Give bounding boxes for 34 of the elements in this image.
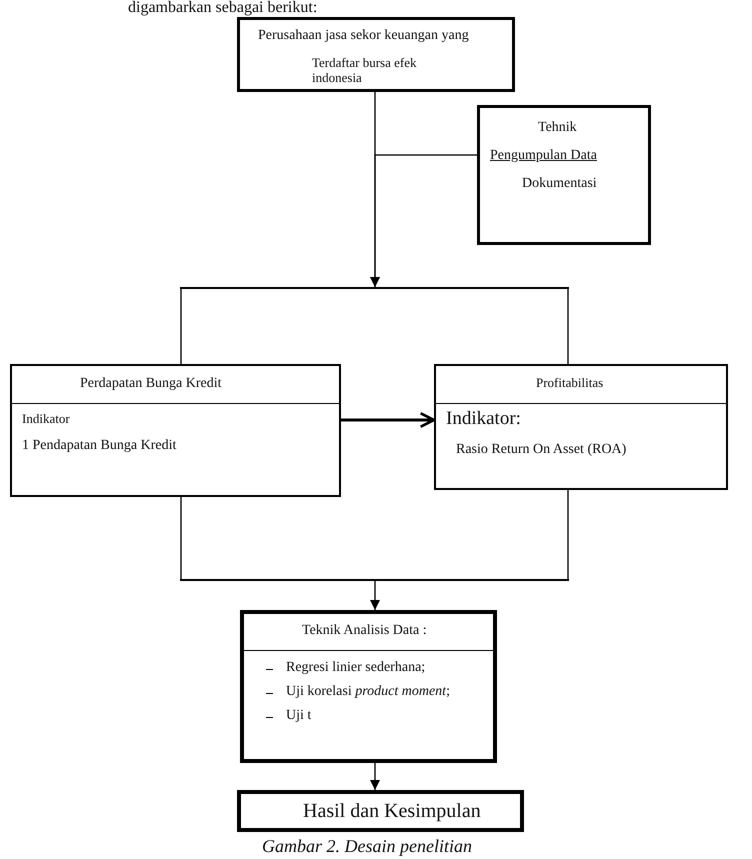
box-text: Dokumentasi [522,176,597,192]
connector-line [180,497,182,579]
box-text: 1 Pendapatan Bunga Kredit [22,438,176,454]
box-text: Regresi linier sederhana; [286,660,426,676]
junction-line [180,287,569,289]
process-box [237,17,515,92]
arrow [341,412,436,428]
connector-line [567,490,569,579]
figure-caption: Gambar 2. Desain penelitian [262,836,472,857]
connector-line [567,289,569,364]
box-text: Terdaftar bursa efek indonesia [312,56,418,86]
intro-text: digambarkan sebagai berikut: [128,0,318,16]
box-text: Indikator: [446,408,521,430]
connector-line [180,289,182,364]
box-text: Uji korelasi product moment; [286,684,450,700]
arrow [370,763,380,790]
process-box [10,364,341,497]
process-box [477,105,651,245]
process-box [240,610,497,763]
box-text: Uji t [286,708,312,724]
box-text: Tehnik [538,120,577,136]
junction-line [180,579,569,581]
arrow [370,154,477,287]
box-text: Indikator [22,412,70,427]
process-box [434,364,728,490]
arrow [370,581,380,610]
box-heading: Perdapatan Bunga Kredit [80,376,222,392]
box-text: Hasil dan Kesimpulan [303,800,481,823]
box-text: Pengumpulan Data [490,148,597,164]
box-heading: Teknik Analisis Data : [302,623,427,640]
box-text: Rasio Return On Asset (ROA) [456,442,626,458]
process-box [237,790,524,832]
box-heading: Profitabilitas [536,376,604,391]
box-text: Perusahaan jasa sekor keuangan yang [258,28,469,44]
